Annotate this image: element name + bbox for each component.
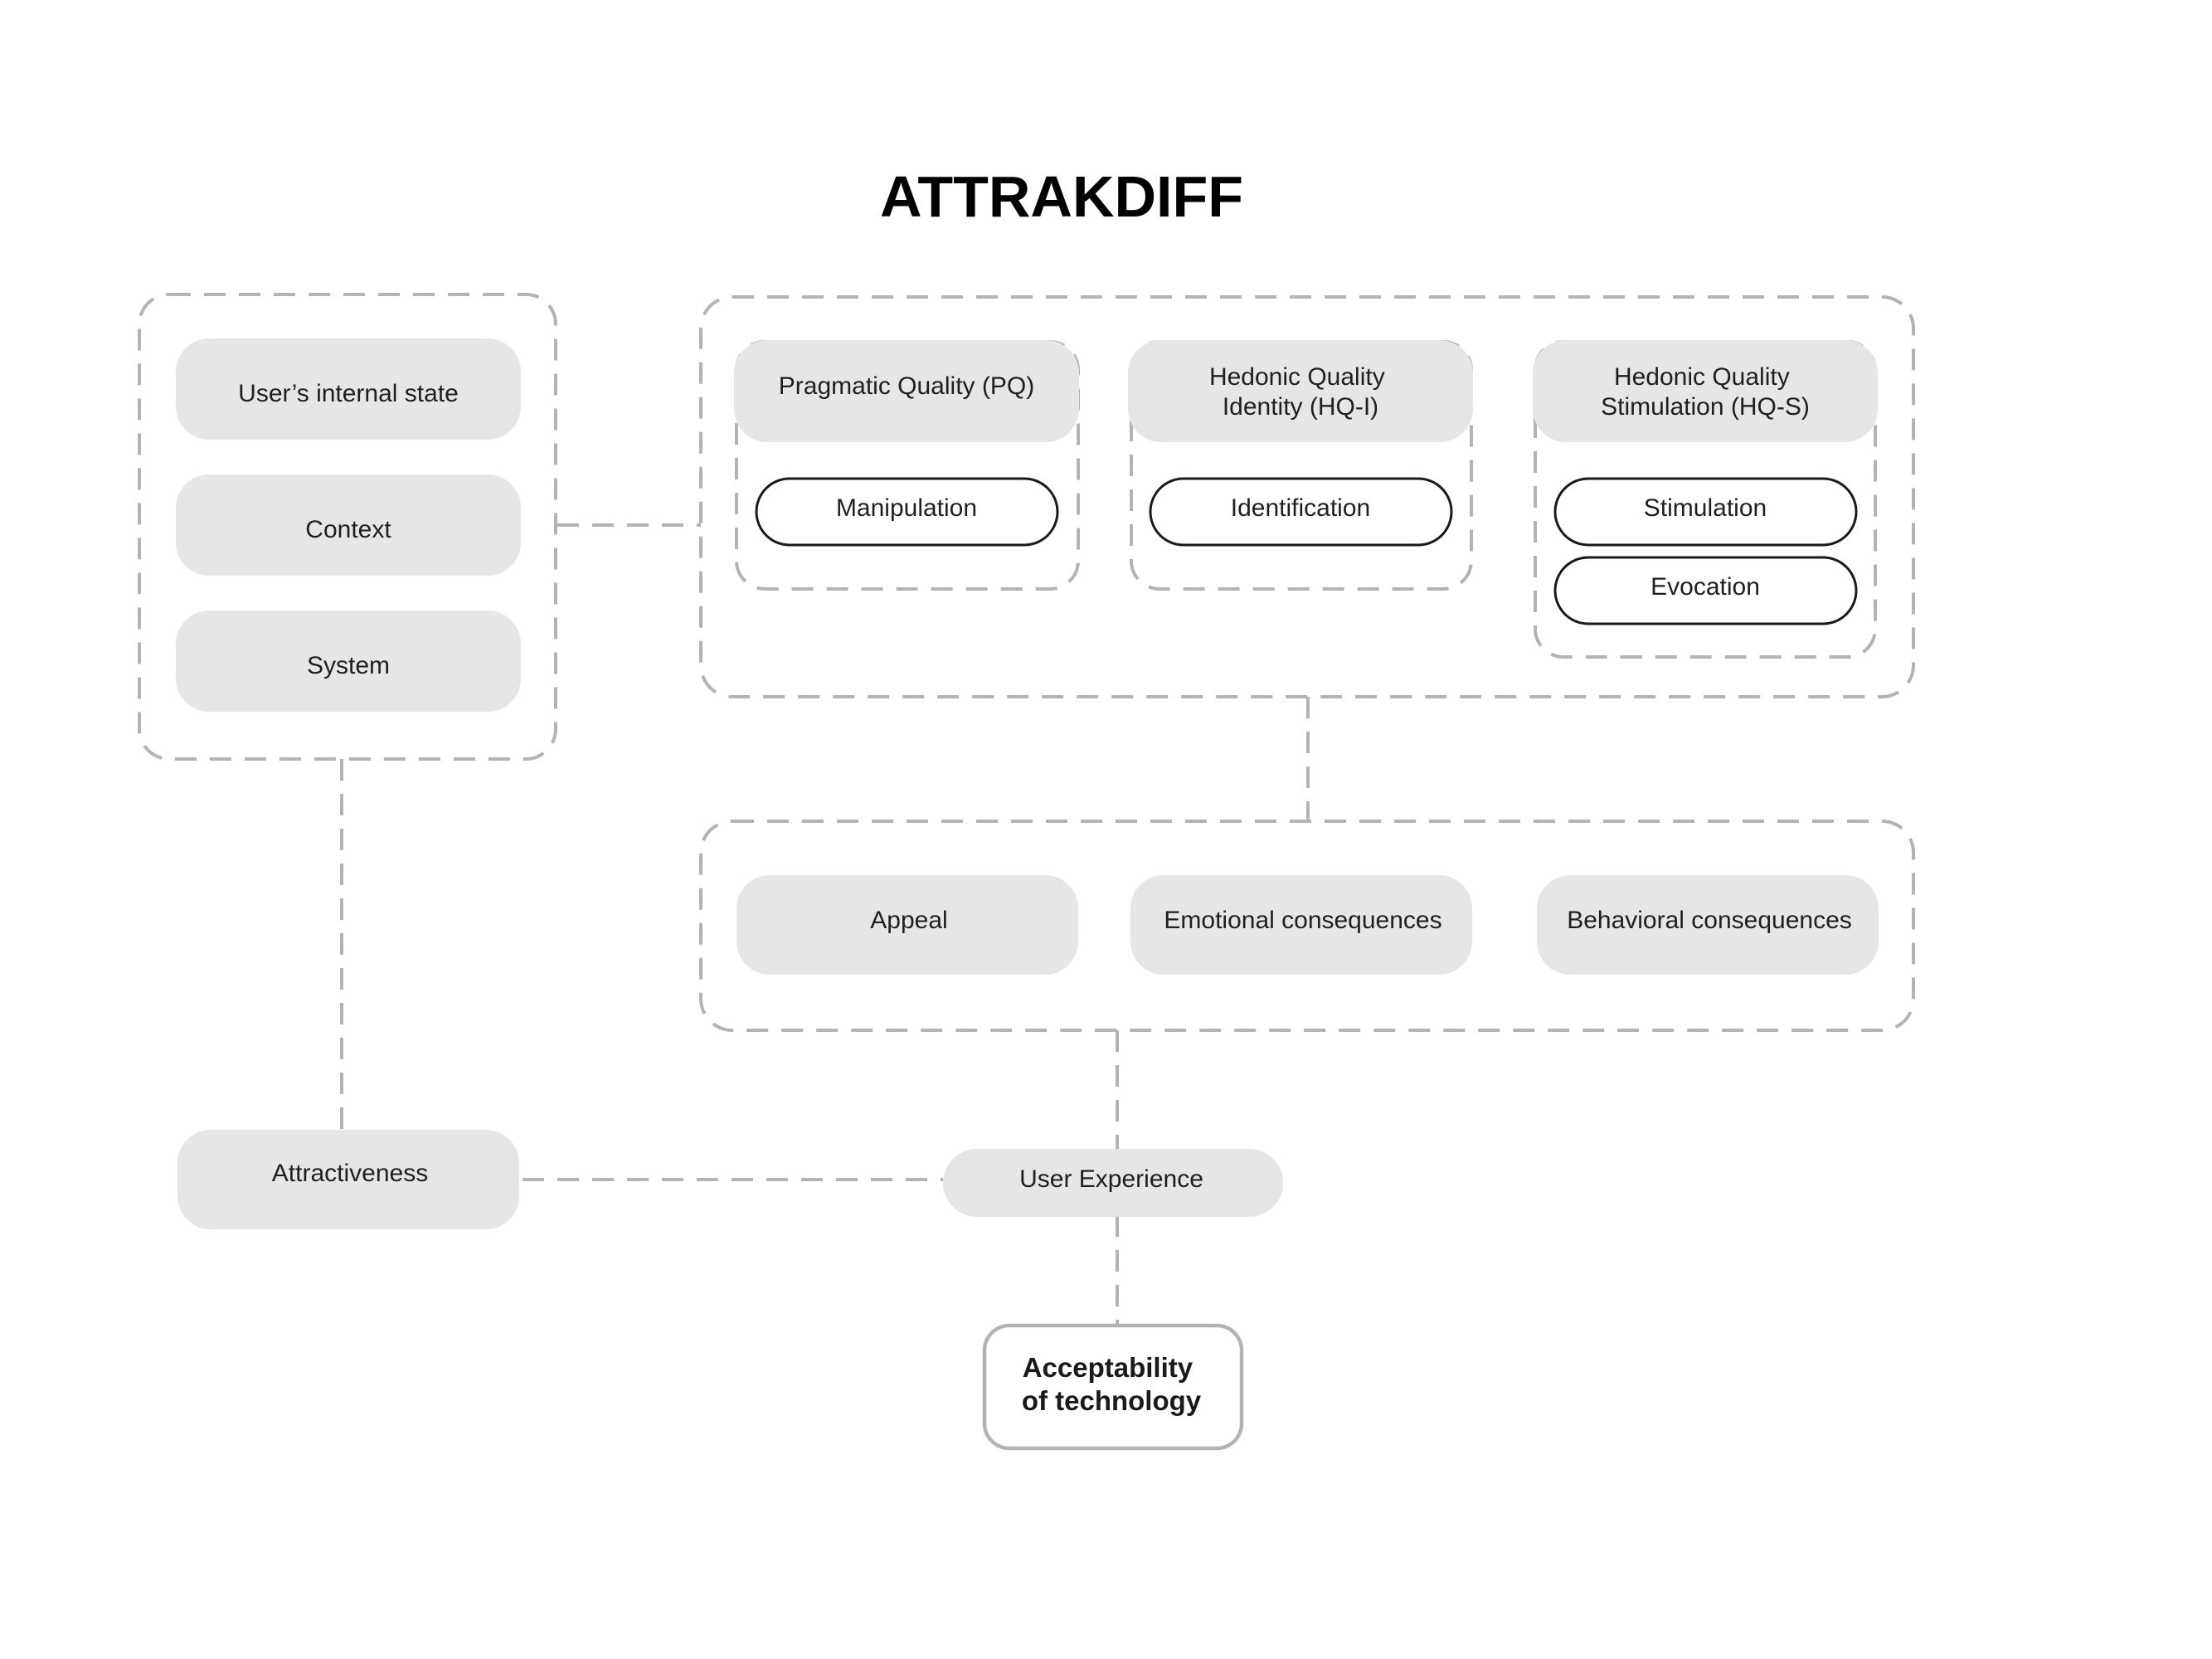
hedonic-stimulation-label: Hedonic Quality Stimulation (HQ-S): [1601, 363, 1810, 421]
hedonic-identity-column: Hedonic Quality Identity (HQ-I) Identifi…: [1128, 340, 1473, 591]
appeal-label: Appeal: [870, 907, 947, 934]
hedonic-stimulation-column: Hedonic Quality Stimulation (HQ-S) Stimu…: [1533, 340, 1878, 659]
context-group-border: [138, 293, 557, 761]
acceptability-label: Acceptability of technology: [1022, 1352, 1202, 1416]
emotional-consequences-label: Emotional consequences: [1164, 907, 1441, 934]
user-experience-node: User Experience: [943, 1149, 1283, 1217]
pragmatic-quality-column: Pragmatic Quality (PQ) Manipulation: [734, 340, 1080, 591]
appeal-node: Appeal: [737, 875, 1078, 975]
hedonic-identity-header: [1128, 340, 1473, 442]
acceptability-node: Acceptability of technology: [982, 1323, 1244, 1451]
qualities-group-border: [699, 295, 1915, 698]
users-internal-state-label: User’s internal state: [238, 380, 459, 407]
hedonic-identity-label-line1: Hedonic Quality: [1209, 363, 1385, 391]
stimulation-label: Stimulation: [1644, 494, 1767, 522]
hedonic-identity-label-line2: Identity (HQ-I): [1223, 393, 1378, 421]
hedonic-stimulation-header: [1533, 340, 1878, 442]
attractiveness-label: Attractiveness: [272, 1160, 428, 1187]
emotional-consequences-node: Emotional consequences: [1130, 875, 1472, 975]
attractiveness-node: Attractiveness: [177, 1130, 519, 1229]
system-node: System: [176, 611, 521, 712]
hedonic-stimulation-label-line1: Hedonic Quality: [1614, 363, 1790, 391]
hedonic-identity-label: Hedonic Quality Identity (HQ-I): [1209, 363, 1392, 421]
context-group: User’s internal state Context System: [138, 293, 557, 761]
users-internal-state-node: User’s internal state: [176, 338, 521, 440]
context-label: Context: [305, 516, 391, 543]
pragmatic-quality-header: [734, 340, 1079, 442]
manipulation-node: Manipulation: [755, 477, 1059, 547]
qualities-group: Pragmatic Quality (PQ) Manipulation Hedo…: [699, 295, 1915, 698]
consequences-group-border: [699, 820, 1915, 1032]
stimulation-node: Stimulation: [1553, 477, 1858, 547]
acceptability-label-line2: of technology: [1022, 1385, 1202, 1416]
manipulation-label: Manipulation: [836, 494, 977, 522]
identification-label: Identification: [1231, 494, 1370, 522]
behavioral-consequences-label: Behavioral consequences: [1567, 907, 1852, 934]
behavioral-consequences-node: Behavioral consequences: [1537, 875, 1879, 975]
identification-node: Identification: [1149, 477, 1453, 547]
hedonic-stimulation-label-line2: Stimulation (HQ-S): [1601, 393, 1810, 421]
consequences-group: Appeal Emotional consequences Behavioral…: [699, 820, 1915, 1032]
acceptability-label-line1: Acceptability: [1023, 1352, 1194, 1383]
context-node: Context: [176, 474, 521, 576]
evocation-label: Evocation: [1650, 573, 1760, 601]
diagram-title: ATTRAKDIFF: [880, 164, 1243, 229]
evocation-node: Evocation: [1553, 556, 1858, 625]
system-label: System: [307, 652, 390, 679]
user-experience-label: User Experience: [1019, 1165, 1203, 1193]
pragmatic-quality-label: Pragmatic Quality (PQ): [779, 372, 1034, 400]
